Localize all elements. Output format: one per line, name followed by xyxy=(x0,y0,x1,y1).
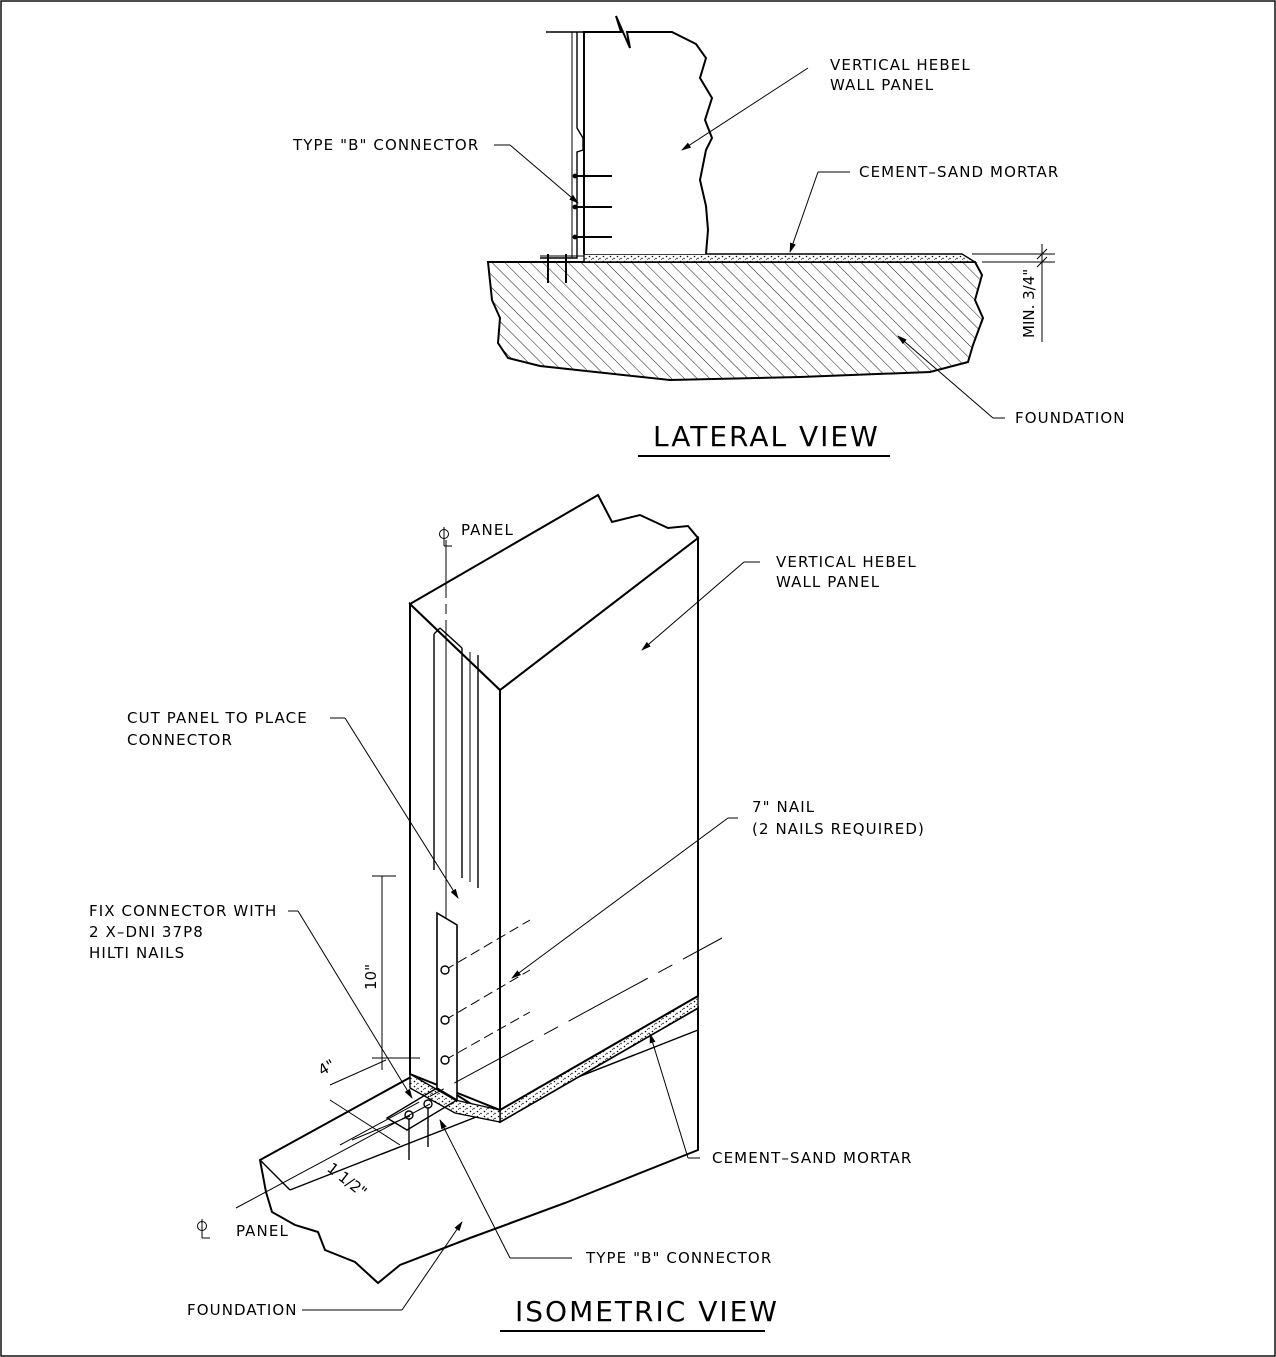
iso-nail-label-line1: 7" NAIL xyxy=(752,798,815,816)
lateral-base-nails xyxy=(547,254,567,283)
lateral-wall-panel xyxy=(583,15,714,255)
iso-mortar-label: CEMENT–SAND MORTAR xyxy=(712,1149,912,1167)
iso-nail-label-line2: (2 NAILS REQUIRED) xyxy=(752,820,925,838)
iso-dim-4: 4" xyxy=(315,1056,338,1080)
isometric-view xyxy=(197,493,760,1311)
iso-cut-label-line1: CUT PANEL TO PLACE xyxy=(127,709,308,727)
lateral-view xyxy=(486,15,1055,419)
iso-dimensions xyxy=(235,875,431,1209)
iso-cut-label-line2: CONNECTOR xyxy=(127,731,233,749)
iso-hidden-nails xyxy=(440,919,531,1065)
iso-connector-plate xyxy=(436,911,458,1102)
lateral-wall-label-line2: WALL PANEL xyxy=(830,76,934,94)
iso-connector-label: TYPE "B" CONNECTOR xyxy=(585,1249,772,1267)
iso-cl-top-label: PANEL xyxy=(461,521,514,539)
lateral-foundation-label: FOUNDATION xyxy=(1015,409,1126,427)
lateral-view-title: LATERAL VIEW xyxy=(653,420,880,453)
lateral-min-dimension-label: MIN. 3/4" xyxy=(1020,269,1038,338)
lateral-wall-label-line1: VERTICAL HEBEL xyxy=(830,56,971,74)
iso-dim-10: 10" xyxy=(362,964,380,990)
iso-view-title: ISOMETRIC VIEW xyxy=(515,1295,779,1328)
lateral-min-dimension xyxy=(972,244,1055,342)
iso-fix-label-line1: FIX CONNECTOR WITH xyxy=(89,902,277,920)
centerline-symbol-bottom xyxy=(197,1219,210,1239)
iso-fix-label-line3: HILTI NAILS xyxy=(89,944,185,962)
centerline-symbol-top xyxy=(439,527,452,547)
iso-foundation-label: FOUNDATION xyxy=(187,1301,298,1319)
lateral-connector-label: TYPE "B" CONNECTOR xyxy=(292,136,479,154)
iso-panel-top xyxy=(408,493,700,692)
iso-center-line-long xyxy=(339,937,723,1146)
lateral-mortar-label: CEMENT–SAND MORTAR xyxy=(859,163,1059,181)
lateral-mortar-bed xyxy=(583,253,978,263)
lateral-foundation xyxy=(486,261,985,382)
iso-fix-label-line2: 2 X–DNI 37P8 xyxy=(89,923,204,941)
iso-cl-bottom-label: PANEL xyxy=(236,1222,289,1240)
iso-wall-label-line2: WALL PANEL xyxy=(776,573,880,591)
iso-wall-label-line1: VERTICAL HEBEL xyxy=(776,553,917,571)
lateral-connector-screws xyxy=(572,173,612,240)
